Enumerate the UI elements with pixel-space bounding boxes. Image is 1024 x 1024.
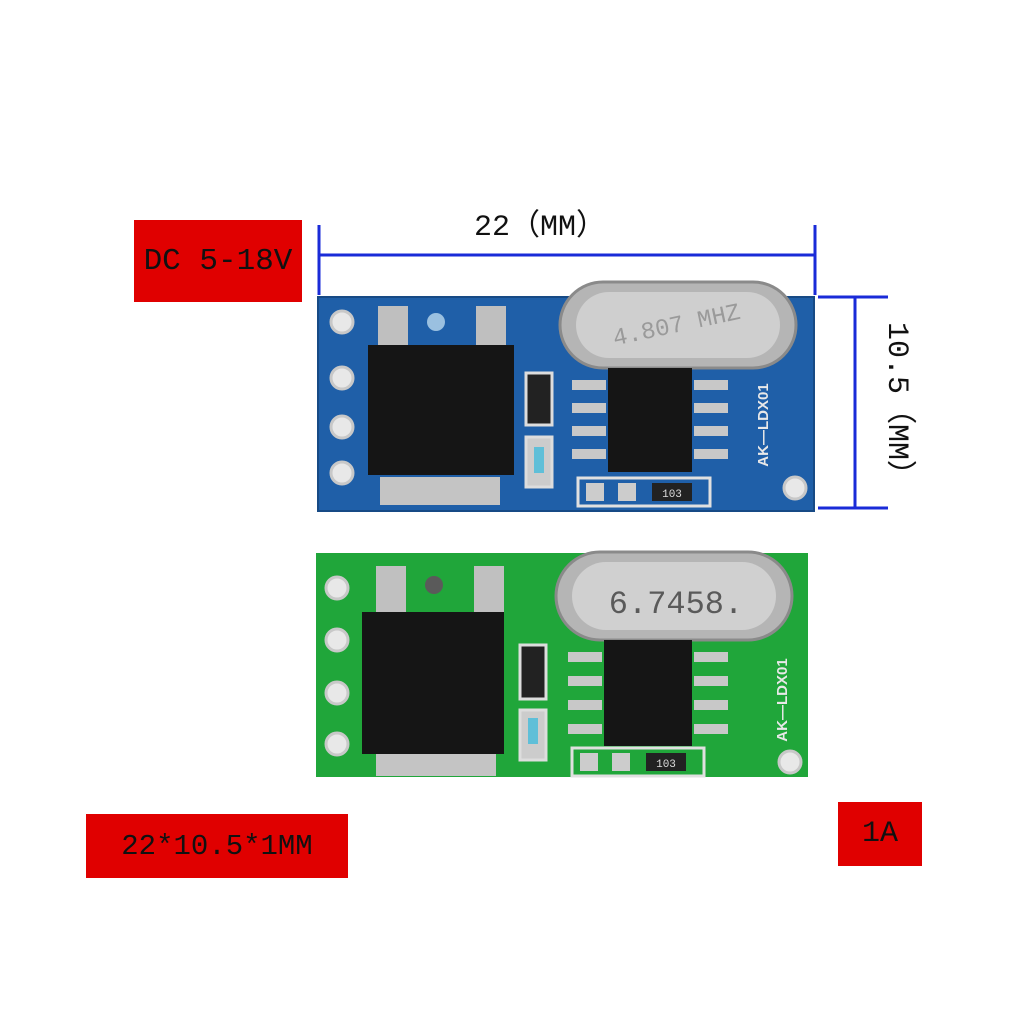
blue-pcb-board [317, 280, 815, 512]
height-dimension-line [818, 295, 888, 510]
width-dimension-label: 22（MM） [473, 211, 606, 245]
green-crystal-marking: 6.7458. [609, 586, 743, 623]
green-silk-marking: AK—LDX01 [774, 658, 791, 741]
pin-holes [324, 575, 803, 775]
mosfet-chip [362, 566, 504, 776]
width-dimension-line [317, 225, 817, 295]
size-label: 22*10.5*1MM [86, 814, 348, 878]
ic-chip [572, 368, 728, 472]
green-pcb-board [316, 550, 808, 778]
ic-chip [568, 640, 728, 746]
voltage-label: DC 5-18V [134, 220, 302, 302]
mosfet-chip [368, 306, 514, 505]
blue-silk-marking: AK—LDX01 [755, 383, 772, 466]
height-dimension-label: 10.5（MM） [879, 321, 913, 491]
current-label: 1A [838, 802, 922, 866]
blue-resistor-marking: 103 [662, 489, 682, 501]
crystal-oscillator [558, 280, 798, 370]
crystal-oscillator [554, 550, 794, 642]
green-resistor-marking: 103 [656, 759, 676, 771]
pin-holes [329, 309, 808, 501]
